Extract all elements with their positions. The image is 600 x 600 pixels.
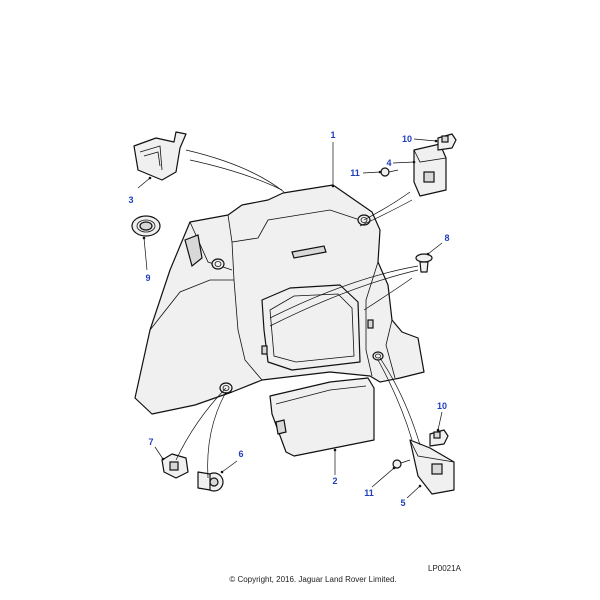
reference-code: LP0021A <box>428 564 462 573</box>
fixing-6 <box>197 471 224 492</box>
hinge-bracket-4 <box>413 143 447 197</box>
callout-labels: 1 2 3 4 5 6 7 8 9 10 10 11 11 <box>128 130 449 508</box>
quarter-trim-panel <box>134 184 425 415</box>
callout-5: 5 <box>400 498 405 508</box>
callout-6: 6 <box>238 449 243 459</box>
leader-lines <box>137 138 443 499</box>
grommet-9 <box>131 215 161 237</box>
clip-10-upper <box>437 133 457 151</box>
callout-11-lower: 11 <box>364 488 374 498</box>
bracket-3 <box>133 131 187 181</box>
callout-8: 8 <box>444 233 449 243</box>
copyright-text: © Copyright, 2016. Jaguar Land Rover Lim… <box>229 575 396 584</box>
callout-7: 7 <box>148 437 153 447</box>
screw-11-lower <box>392 459 411 469</box>
callout-2: 2 <box>332 476 337 486</box>
callout-1: 1 <box>330 130 335 140</box>
clip-10-lower <box>429 429 449 447</box>
callout-11-upper: 11 <box>350 168 360 178</box>
callout-3: 3 <box>128 195 133 205</box>
callout-10-lower: 10 <box>437 401 447 411</box>
callout-4: 4 <box>386 158 391 168</box>
hinge-bracket-5 <box>409 439 455 495</box>
screw-11-upper <box>380 167 399 177</box>
clip-7 <box>161 453 189 479</box>
push-fastener-8 <box>415 253 433 273</box>
callout-10-upper: 10 <box>402 134 412 144</box>
callout-9: 9 <box>145 273 150 283</box>
storage-cover-panel <box>269 377 375 457</box>
